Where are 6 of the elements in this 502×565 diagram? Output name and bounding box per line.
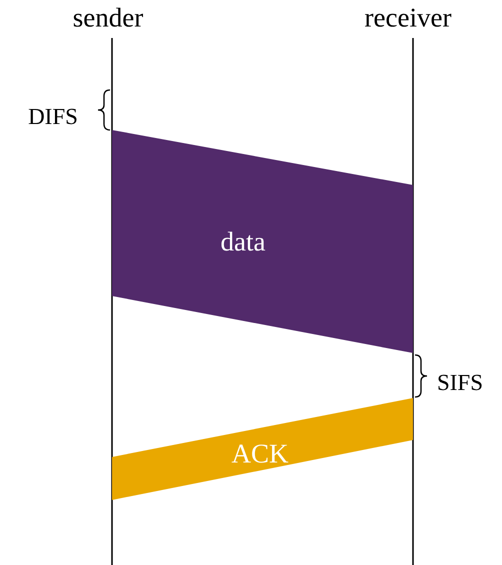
lifeline-label: sender	[72, 2, 144, 34]
interval-label: SIFS	[436, 370, 484, 396]
frame-label: data	[220, 226, 266, 258]
frame-label: ACK	[232, 438, 288, 470]
interval-label: DIFS	[28, 104, 78, 130]
lifeline-label: receiver	[364, 2, 452, 34]
